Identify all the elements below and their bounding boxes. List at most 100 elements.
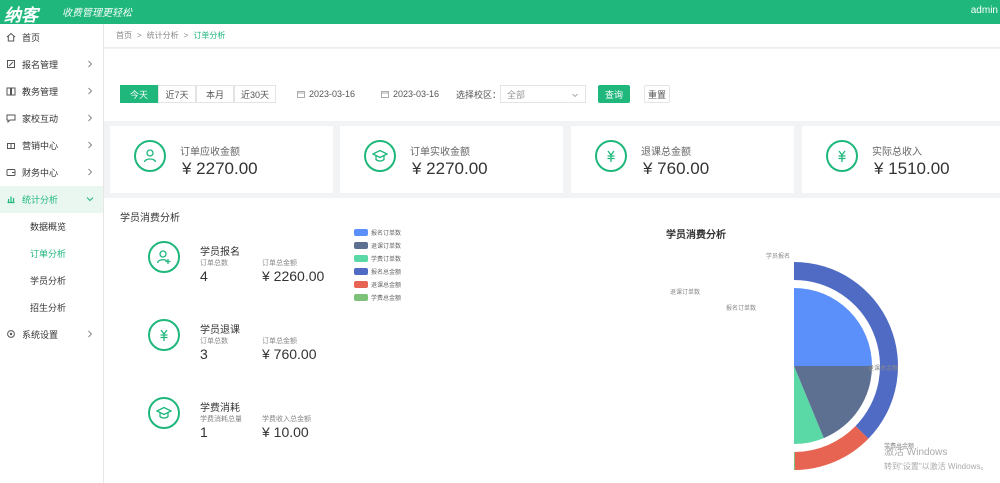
stat-label: 订单总数 bbox=[200, 338, 228, 345]
refund-icon bbox=[607, 150, 615, 162]
period-30days-button[interactable]: 近30天 bbox=[234, 85, 276, 103]
breadcrumb-section[interactable]: 统计分析 bbox=[146, 31, 179, 40]
calendar-icon bbox=[297, 91, 305, 98]
pie-inner-slice-0[interactable] bbox=[794, 288, 872, 366]
top-bar: 纳客 收费管理更轻松 admin bbox=[0, 0, 1000, 26]
stat-icon-wrap bbox=[148, 241, 180, 273]
pie-label-inner-2: 退课订单数 bbox=[670, 288, 700, 296]
submenu-item-label: 学员分析 bbox=[30, 276, 67, 286]
campus-select-value: 全部 bbox=[507, 89, 526, 100]
sidebar-item-enrollment[interactable]: 报名管理 bbox=[0, 51, 103, 78]
graduation-cap-icon bbox=[156, 406, 172, 419]
campus-select[interactable]: 全部 bbox=[500, 85, 586, 103]
query-button[interactable]: 查询 bbox=[598, 85, 630, 103]
legend-swatch bbox=[354, 242, 368, 249]
pie-label-outer-1: 学费总金额 bbox=[884, 442, 914, 450]
sidebar-item-label: 营销中心 bbox=[22, 141, 59, 151]
book-icon bbox=[6, 87, 16, 96]
watermark-line1: 激活 Windows bbox=[884, 447, 948, 458]
stat-value: ¥ 2260.00 bbox=[262, 268, 325, 284]
submenu-item-overview[interactable]: 数据概览 bbox=[0, 213, 103, 240]
submenu-item-student-analysis[interactable]: 学员分析 bbox=[0, 267, 103, 294]
pie-label-inner-0: 学员报名 bbox=[766, 252, 790, 260]
user-menu[interactable]: admin bbox=[970, 5, 998, 16]
legend-swatch bbox=[354, 229, 368, 236]
legend-label: 报名总金额 bbox=[371, 270, 402, 276]
filter-bar: 今天 近7天 本月 近30天 2023-03-16 2023-03-16 选择校… bbox=[104, 49, 1000, 121]
start-date-picker[interactable]: 2023-03-16 bbox=[297, 85, 355, 103]
panel-title: 学员消费分析 bbox=[120, 213, 180, 224]
end-date-picker[interactable]: 2023-03-16 bbox=[381, 85, 439, 103]
submenu-item-order-analysis[interactable]: 订单分析 bbox=[0, 240, 103, 267]
user-coin-icon bbox=[143, 149, 157, 163]
sidebar: 首页 报名管理 教务管理 家校互动 营销中心 财务中心 统计分析 数据概览 订单… bbox=[0, 24, 104, 483]
breadcrumb: 首页 > 统计分析 > 订单分析 bbox=[104, 24, 1000, 48]
sidebar-item-interaction[interactable]: 家校互动 bbox=[0, 105, 103, 132]
card-title: 订单实收金额 bbox=[410, 147, 470, 158]
breadcrumb-separator: > bbox=[183, 31, 189, 40]
submenu-item-label: 数据概览 bbox=[30, 222, 67, 232]
submenu-item-label: 订单分析 bbox=[30, 249, 67, 259]
legend-item[interactable]: 报名总金额 bbox=[354, 265, 401, 278]
card-icon-wrap bbox=[595, 140, 627, 172]
period-today-button[interactable]: 今天 bbox=[120, 85, 158, 103]
legend-label: 报名订单数 bbox=[371, 231, 402, 237]
breadcrumb-home[interactable]: 首页 bbox=[116, 31, 132, 40]
consumption-analysis-panel: 学员消费分析 学员报名 订单总数 订单总金额 4 ¥ 2260.00 学员退课 … bbox=[104, 198, 1000, 483]
stat-tuition: 学费消耗 学费消耗总量 学费收入总金额 1 ¥ 10.00 bbox=[148, 397, 448, 457]
pie-inner-slice-1[interactable] bbox=[794, 366, 872, 439]
legend-label: 学费订单数 bbox=[371, 257, 402, 263]
card-title: 订单应收金额 bbox=[180, 147, 240, 158]
pie-label-outer-0: 退课总金额 bbox=[868, 364, 898, 372]
stat-icon-wrap bbox=[148, 319, 180, 351]
reset-button[interactable]: 重置 bbox=[644, 85, 670, 103]
sidebar-item-statistics[interactable]: 统计分析 bbox=[0, 186, 103, 213]
chevron-right-icon bbox=[88, 60, 93, 68]
stat-label: 学费收入总金额 bbox=[262, 416, 311, 423]
legend-item[interactable]: 退课订单数 bbox=[354, 239, 401, 252]
app-logo[interactable]: 纳客 bbox=[4, 6, 38, 26]
breadcrumb-current: 订单分析 bbox=[193, 31, 226, 40]
chat-icon bbox=[6, 114, 16, 123]
card-icon-wrap bbox=[826, 140, 858, 172]
pie-inner-slice-2[interactable] bbox=[794, 366, 824, 444]
stat-label: 学费消耗总量 bbox=[200, 416, 242, 423]
stat-label: 订单总数 bbox=[200, 260, 228, 267]
pie-outer-slice-2[interactable] bbox=[794, 451, 796, 470]
sidebar-item-home[interactable]: 首页 bbox=[0, 24, 103, 51]
refund-icon bbox=[160, 329, 168, 341]
submenu-item-label: 招生分析 bbox=[30, 303, 67, 313]
start-date-value: 2023-03-16 bbox=[309, 89, 356, 99]
stat-name: 学员退课 bbox=[200, 325, 240, 336]
legend-label: 退课总金额 bbox=[371, 283, 402, 289]
windows-activation-watermark: 激活 Windows 转到"设置"以激活 Windows。 bbox=[884, 446, 988, 474]
calendar-icon bbox=[381, 91, 389, 98]
sidebar-item-academic[interactable]: 教务管理 bbox=[0, 78, 103, 105]
wallet-icon bbox=[6, 169, 16, 176]
legend-item[interactable]: 报名订单数 bbox=[354, 226, 401, 239]
legend-label: 退课订单数 bbox=[371, 244, 402, 250]
stat-enrollment: 学员报名 订单总数 订单总金额 4 ¥ 2260.00 bbox=[148, 241, 448, 301]
legend-swatch bbox=[354, 268, 368, 275]
submenu-item-admission-analysis[interactable]: 招生分析 bbox=[0, 294, 103, 321]
gift-icon bbox=[7, 143, 15, 149]
legend-swatch bbox=[354, 281, 368, 288]
card-value: ¥ 1510.00 bbox=[874, 159, 950, 178]
period-month-button[interactable]: 本月 bbox=[196, 85, 234, 103]
chart-legend: 报名订单数 退课订单数 学费订单数 报名总金额 退课总金额 学费总金额 bbox=[354, 226, 401, 304]
stat-label: 订单总金额 bbox=[262, 260, 297, 267]
sidebar-item-finance[interactable]: 财务中心 bbox=[0, 159, 103, 186]
sidebar-item-marketing[interactable]: 营销中心 bbox=[0, 132, 103, 159]
legend-item[interactable]: 退课总金额 bbox=[354, 278, 401, 291]
consumption-pie-chart: 学员报名 报名订单数 退课订单数 退课总金额 学费总金额 bbox=[670, 252, 914, 470]
period-7days-button[interactable]: 近7天 bbox=[158, 85, 196, 103]
legend-item[interactable]: 学费订单数 bbox=[354, 252, 401, 265]
breadcrumb-separator: > bbox=[137, 31, 142, 40]
sidebar-item-label: 系统设置 bbox=[22, 330, 59, 340]
sidebar-item-settings[interactable]: 系统设置 bbox=[0, 321, 103, 348]
pie-outer-slice-1[interactable] bbox=[794, 426, 869, 470]
settings-icon bbox=[7, 330, 15, 338]
legend-item[interactable]: 学费总金额 bbox=[354, 291, 401, 304]
pie-outer-slice-0[interactable] bbox=[794, 262, 898, 439]
graduation-cap-icon bbox=[372, 149, 388, 162]
